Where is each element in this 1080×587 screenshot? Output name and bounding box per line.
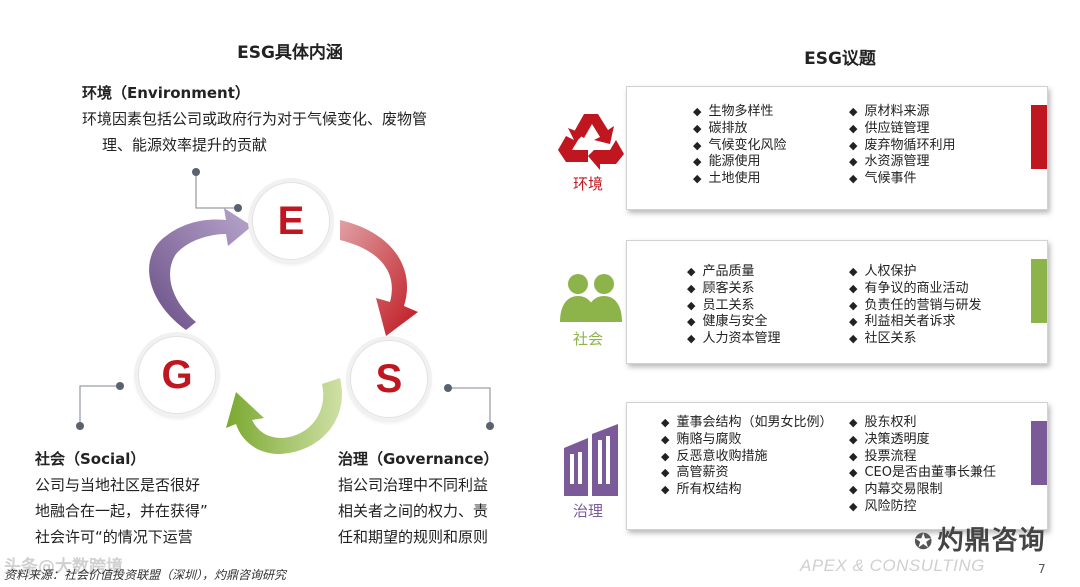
environment-topics-col-1: 生物多样性 碳排放 气候变化风险 能源使用 土地使用 [693,104,786,188]
topic-item: 员工关系 [687,298,780,315]
governance-desc-line-1: 指公司治理中不同利益 [338,476,489,494]
topic-item: 内幕交易限制 [849,482,996,499]
topic-item: 废弃物循环利用 [849,138,955,155]
topic-item: 土地使用 [693,171,786,188]
topic-item: 风险防控 [849,499,996,516]
social-topics-col-1: 产品质量 顾客关系 员工关系 健康与安全 人力资本管理 [687,264,780,348]
governance-connector [444,384,494,430]
social-topics-panel: 产品质量 顾客关系 员工关系 健康与安全 人力资本管理 人权保护 有争议的商业活… [626,240,1048,364]
environment-heading: 环境（Environment） [82,84,250,102]
category-governance-label: 治理 [572,502,603,520]
topic-item: 生物多样性 [693,104,786,121]
topic-item: 股东权利 [849,415,996,432]
governance-color-bar [1031,421,1047,485]
topic-item: 有争议的商业活动 [849,281,981,298]
social-color-bar [1031,259,1047,323]
category-social-label: 社会 [572,330,603,348]
category-environment-label: 环境 [572,175,603,193]
topic-item: 气候事件 [849,171,955,188]
wechat-icon: ✪ [914,530,934,555]
topic-item: 原材料来源 [849,104,955,121]
governance-circle: G [138,336,216,414]
environment-circle: E [252,182,330,260]
esg-cycle-diagram [76,168,494,454]
topic-item: CEO是否由董事长兼任 [849,465,996,482]
governance-topics-col-1: 董事会结构（如男女比例） 贿赂与腐败 反恶意收购措施 高管薪资 所有权结构 [661,415,832,499]
topic-item: 供应链管理 [849,121,955,138]
topic-item: 反恶意收购措施 [661,449,832,466]
governance-topics-col-2: 股东权利 决策透明度 投票流程 CEO是否由董事长兼任 内幕交易限制 风险防控 [849,415,996,516]
right-section-title: ESG议题 [804,49,876,69]
governance-heading: 治理（Governance） [338,450,499,468]
watermark-left: 头条@大数跨境 [4,557,123,577]
topic-item: 能源使用 [693,154,786,171]
environment-connector [192,168,242,212]
governance-desc-line-2: 相关者之间的权力、责 [338,502,489,520]
brand-footer-text: APEX & CONSULTING [800,556,985,575]
topic-item: 董事会结构（如男女比例） [661,415,832,432]
arrow-s-to-g [226,378,342,454]
topic-item: 健康与安全 [687,314,780,331]
topic-item: 利益相关者诉求 [849,314,981,331]
social-description: 公司与当地社区是否很好 地融合在一起，并在获得” 社会许可“的情况下运营 [35,472,265,550]
governance-topics-panel: 董事会结构（如男女比例） 贿赂与腐败 反恶意收购措施 高管薪资 所有权结构 股东… [626,402,1048,530]
governance-description: 指公司治理中不同利益 相关者之间的权力、责 任和期望的规则和原则 [338,472,538,550]
topic-item: 投票流程 [849,449,996,466]
topic-item: 产品质量 [687,264,780,281]
topic-item: 高管薪资 [661,465,832,482]
environment-desc-line-1: 环境因素包括公司或政府行为对于气候变化、废物管 [82,110,428,128]
people-icon [556,272,626,326]
building-icon [558,424,624,500]
topic-item: 碳排放 [693,121,786,138]
arrow-g-to-e [149,208,252,330]
watermark-brand-text: 灼鼎咨询 [937,526,1046,556]
governance-desc-line-3: 任和期望的规则和原则 [338,528,489,546]
environment-color-bar [1031,105,1047,169]
topic-item: 人权保护 [849,264,981,281]
topic-item: 顾客关系 [687,281,780,298]
social-desc-line-2: 地融合在一起，并在获得” [35,502,208,520]
topic-item: 负责任的营销与研发 [849,298,981,315]
source-note: 资料来源：社会价值投资联盟（深圳），灼鼎咨询研究 [4,568,287,582]
environment-topics-col-2: 原材料来源 供应链管理 废弃物循环利用 水资源管理 气候事件 [849,104,955,188]
topic-item: 水资源管理 [849,154,955,171]
topic-item: 气候变化风险 [693,138,786,155]
social-connector [76,382,124,430]
page-number: 7 [1038,562,1046,576]
social-circle: S [350,340,428,418]
social-desc-line-1: 公司与当地社区是否很好 [35,476,201,494]
environment-topics-panel: 生物多样性 碳排放 气候变化风险 能源使用 土地使用 原材料来源 供应链管理 废… [626,86,1048,210]
social-heading: 社会（Social） [35,450,146,468]
recycle-icon [554,110,628,174]
topic-item: 贿赂与腐败 [661,432,832,449]
topic-item: 所有权结构 [661,482,832,499]
topic-item: 人力资本管理 [687,331,780,348]
environment-description: 环境因素包括公司或政府行为对于气候变化、废物管 理、能源效率提升的贡献 [82,106,482,158]
topic-item: 社区关系 [849,331,981,348]
environment-desc-line-2: 理、能源效率提升的贡献 [102,136,268,154]
topic-item: 决策透明度 [849,432,996,449]
social-topics-col-2: 人权保护 有争议的商业活动 负责任的营销与研发 利益相关者诉求 社区关系 [849,264,981,348]
arrow-e-to-s [340,220,418,336]
left-section-title: ESG具体内涵 [237,43,343,63]
social-desc-line-3: 社会许可“的情况下运营 [35,528,193,546]
watermark-brand: ✪灼鼎咨询 [914,520,1045,557]
